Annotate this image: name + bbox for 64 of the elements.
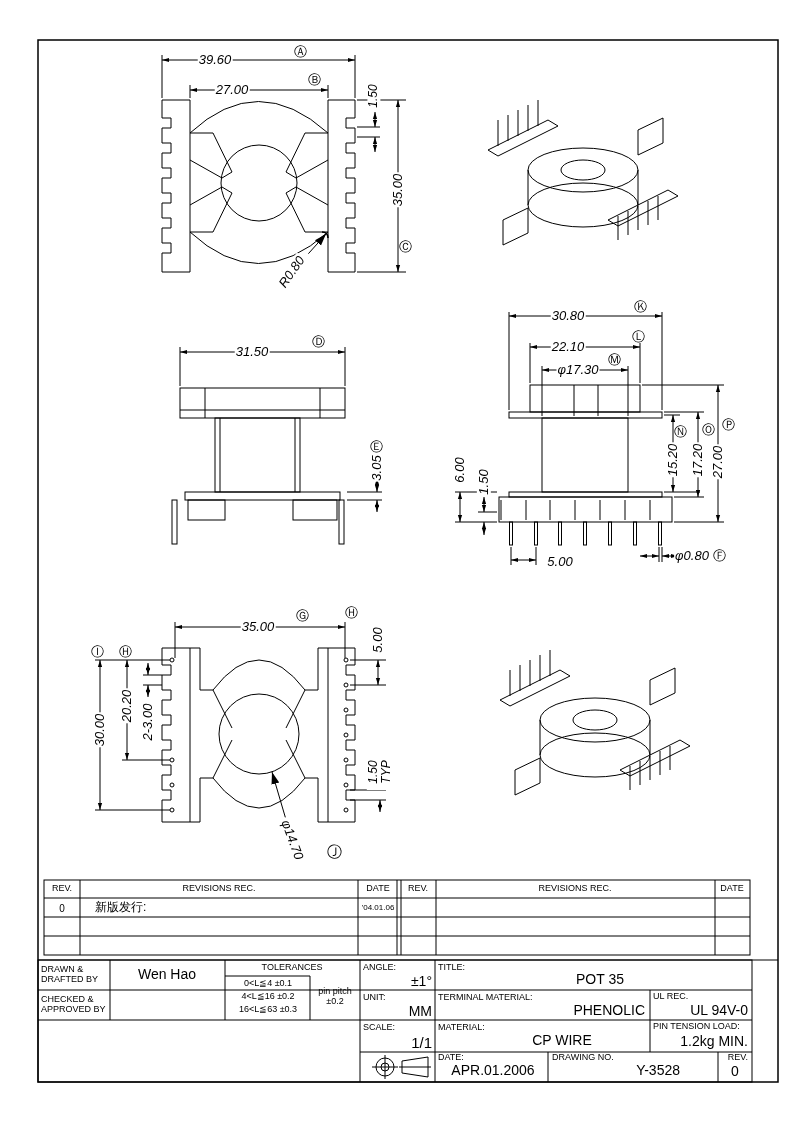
column-header: DATE	[720, 884, 744, 894]
field-label: MATERIAL:	[438, 1023, 485, 1033]
datum-letter: Ⓝ	[673, 424, 687, 440]
datum-letter: Ⓞ	[701, 422, 715, 438]
column-header: REVISIONS REC.	[182, 884, 256, 894]
datum-letter: Ⓒ	[398, 239, 412, 255]
leader-line	[271, 771, 286, 818]
column-header: TOLERANCES	[261, 963, 323, 973]
field-value: APR.01.2006	[451, 1063, 535, 1079]
datum-letter: Ⓜ	[607, 352, 621, 368]
field-label: TERMINAL MATERIAL:	[438, 993, 533, 1003]
field-value: Wen Hao	[137, 967, 197, 983]
datum-letter: Ⓗ	[344, 605, 358, 621]
column-header: REV.	[51, 884, 73, 894]
field-value: 0	[731, 1064, 739, 1080]
datum-letter: Ⓟ	[721, 417, 735, 433]
dimension-label: 1.50	[476, 468, 492, 496]
field-value: 1.2kg MIN.	[680, 1034, 748, 1050]
field-label: UNIT:	[363, 993, 386, 1003]
column-header: REVISIONS REC.	[538, 884, 612, 894]
tolerance-value: pin pitch ±0.2	[317, 987, 353, 1007]
tolerance-value: 0<L≦4 ±0.1	[243, 979, 293, 989]
datum-letter: Ⓖ	[295, 608, 309, 624]
leader-line	[307, 233, 327, 255]
datum-letter: Ⓛ	[631, 329, 645, 345]
field-label: DRAWING NO.	[552, 1053, 614, 1063]
field-value: CP WIRE	[532, 1033, 592, 1049]
datum-letter: Ⓔ	[369, 439, 383, 455]
datum-letter: Ⓕ	[712, 548, 726, 564]
tolerance-value: 4<L≦16 ±0.2	[241, 992, 295, 1002]
field-label: CHECKED & APPROVED BY	[41, 995, 107, 1015]
datum-letter: Ⓑ	[307, 72, 321, 88]
field-label: SCALE:	[363, 1023, 395, 1033]
column-header: DATE	[366, 884, 390, 894]
datum-letter: Ⓐ	[293, 44, 307, 60]
field-label: REV.	[727, 1053, 748, 1063]
field-value: POT 35	[576, 972, 624, 988]
datum-letter: Ⓘ	[90, 644, 104, 660]
field-value: Y-3528	[636, 1063, 680, 1079]
field-label: PIN TENSION LOAD:	[653, 1022, 740, 1032]
field-label: DATE:	[438, 1053, 464, 1063]
revision-note: 新版发行:	[95, 901, 147, 915]
datum-letter: Ⓓ	[311, 334, 325, 350]
field-value: ±1°	[410, 974, 432, 990]
field-value: MM	[408, 1004, 432, 1020]
revision-date: '04.01.06	[361, 903, 395, 913]
datum-letter: Ⓙ	[326, 843, 342, 861]
field-value: UL 94V-0	[690, 1003, 748, 1019]
corner-fillet	[321, 231, 329, 239]
field-label: UL REC.	[653, 992, 689, 1002]
bore-circle	[218, 693, 300, 775]
dimension-label: φ0.80	[674, 548, 710, 564]
field-label: DRAWN & DRAFTED BY	[41, 965, 99, 985]
field-value: 1/1	[411, 1034, 432, 1052]
revision-number: 0	[59, 902, 65, 914]
column-header: REV.	[407, 884, 429, 894]
dimension-label: 1.50	[367, 83, 381, 109]
field-value: PHENOLIC	[573, 1003, 645, 1019]
dimension-label: φ17.30	[556, 362, 600, 378]
field-label: TITLE:	[438, 963, 465, 973]
tolerance-value: 16<L≦63 ±0.3	[238, 1005, 298, 1015]
datum-letter: Ⓚ	[633, 299, 647, 315]
field-label: ANGLE:	[363, 963, 396, 973]
datum-letter: Ⓗ	[118, 644, 132, 660]
